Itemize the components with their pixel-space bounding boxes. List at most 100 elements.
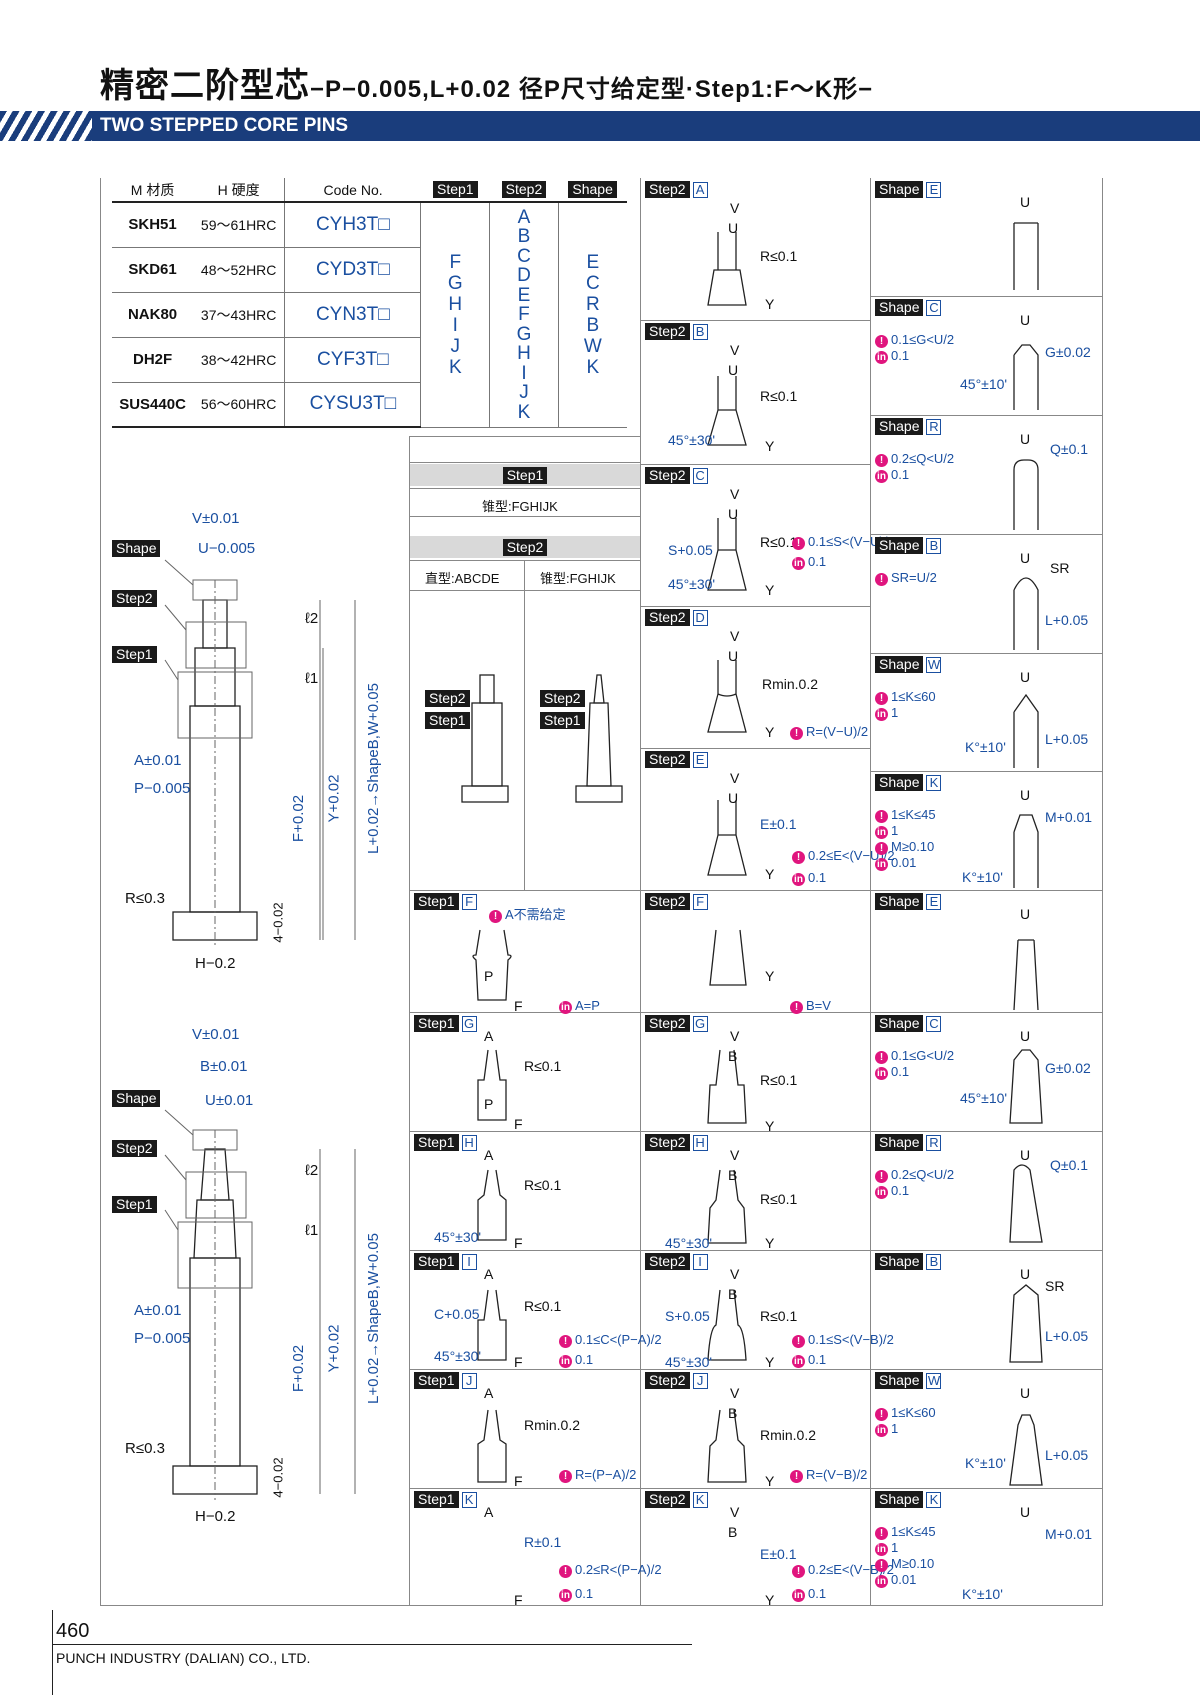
material-cell: SUS440C	[112, 382, 194, 428]
dim-label: V	[730, 1385, 740, 1401]
grid-line	[1102, 178, 1103, 1606]
note-text: 1	[891, 705, 899, 720]
note-marker-icon: in	[875, 470, 888, 483]
cell-letter: K	[926, 1492, 942, 1508]
hardness-cell: 56～60HRC	[193, 382, 285, 428]
company-name: PUNCH INDUSTRY (DALIAN) CO., LTD.	[56, 1650, 311, 1666]
dim-label: R±0.1	[524, 1534, 562, 1550]
note-marker-icon: in	[875, 858, 888, 871]
note-marker-icon: in	[875, 826, 888, 839]
dim-v: V±0.01	[192, 1026, 240, 1043]
dim-label: U	[1020, 1266, 1031, 1282]
cell-letter: J	[692, 1373, 708, 1389]
note-text: 0.2≤R<(P−A)/2	[575, 1562, 662, 1577]
dim-label: K°±10'	[962, 1586, 1003, 1602]
dim-label: Y	[765, 582, 775, 598]
mid-step2-left: 直型:ABCDE	[425, 571, 500, 586]
dim-label: U	[1020, 906, 1031, 922]
note-marker-icon: !	[875, 1051, 888, 1064]
dim-u: U±0.01	[205, 1092, 254, 1109]
cell-note: !R=(P−A)/2	[559, 1467, 636, 1483]
hardness-cell: 38～42HRC	[193, 337, 285, 383]
note-text: R=(V−U)/2	[806, 724, 869, 739]
note-marker-icon: !	[559, 1565, 572, 1578]
dim-label: U	[1020, 550, 1031, 566]
note-text: 0.1≤S<(V−B)/2	[808, 1332, 894, 1347]
cell-tag: Shape	[875, 1253, 924, 1270]
cell-tag: Step2	[645, 1491, 690, 1508]
dim-label: U	[1020, 312, 1031, 328]
note-marker-icon: in	[875, 1543, 888, 1556]
dim-label: U	[1020, 1147, 1031, 1163]
hardness-cell: 59～61HRC	[193, 202, 285, 248]
dim-label: Y	[765, 1592, 775, 1608]
mid-step1-title: Step1	[410, 464, 640, 486]
table-row: SUS440C 56～60HRC CYSU3T□	[112, 382, 627, 428]
cell-note: !1≤K≤45	[875, 807, 936, 823]
dim-label: M+0.01	[1045, 809, 1093, 825]
cell-tag: Step2	[645, 1253, 690, 1270]
dim-label: U	[728, 648, 739, 664]
cell-note: !0.2≤R<(P−A)/2	[559, 1562, 662, 1578]
dim-label: L+0.05	[1045, 1328, 1089, 1344]
dim-label: R≤0.1	[524, 1177, 562, 1193]
note-marker-icon: !	[559, 1335, 572, 1348]
note-text: 0.1	[575, 1352, 594, 1367]
dim-label: U	[728, 790, 739, 806]
dim-label: Rmin.0.2	[760, 1427, 817, 1443]
hardness-cell: 48～52HRC	[193, 247, 285, 293]
dim-label: Q±0.1	[1050, 441, 1089, 457]
cell-tag: Step1	[414, 1253, 459, 1270]
cell-letter: E	[926, 894, 942, 910]
dim-label: Y	[765, 1473, 775, 1489]
note-marker-icon: !	[875, 573, 888, 586]
dim-label: V	[730, 1028, 740, 1044]
dim-label: G±0.02	[1045, 344, 1091, 360]
note-text: 0.1≤G<U/2	[891, 332, 955, 347]
dim-label: A	[484, 1266, 494, 1282]
dim-label: R≤0.1	[524, 1298, 562, 1314]
dim-label: V	[730, 1266, 740, 1282]
mid-tag-step2-taper: Step2	[540, 690, 585, 708]
dim-h: H−0.2	[195, 955, 236, 972]
english-title: TWO STEPPED CORE PINS	[92, 111, 1200, 141]
dim-a: A±0.01	[134, 1302, 182, 1319]
dim-p: P−0.005	[134, 780, 191, 797]
cell-tag: Step2	[645, 609, 690, 626]
cell-tag: Step1	[414, 1015, 459, 1032]
dim-y: Y+0.02	[325, 1324, 343, 1373]
note-marker-icon: !	[559, 1470, 572, 1483]
dim-label: V	[730, 1147, 740, 1163]
note-text: 0.2≤Q<U/2	[891, 1167, 955, 1182]
dim-label: F	[514, 1235, 523, 1251]
cell-letter: W	[926, 1373, 942, 1389]
dim-label: S+0.05	[668, 542, 713, 558]
dim-label: Y	[765, 866, 775, 882]
note-marker-icon: in	[792, 873, 805, 886]
note-marker-icon: in	[875, 1575, 888, 1588]
dim-label: 45°±10'	[960, 376, 1008, 392]
note-marker-icon: in	[792, 1589, 805, 1602]
dim-label: L+0.05	[1045, 731, 1089, 747]
dim-a: A±0.01	[134, 752, 182, 769]
dim-label: A	[484, 1385, 494, 1401]
note-text: 0.1	[891, 348, 910, 363]
dim-y: Y+0.02	[325, 774, 343, 823]
note-text: 0.1	[808, 1586, 827, 1601]
cell-tag: Shape	[875, 1491, 924, 1508]
cell-letter: H	[461, 1135, 477, 1151]
cell-note: !0.1≤S<(V−U)/2	[792, 534, 895, 550]
cell-tag: Step1	[414, 1372, 459, 1389]
